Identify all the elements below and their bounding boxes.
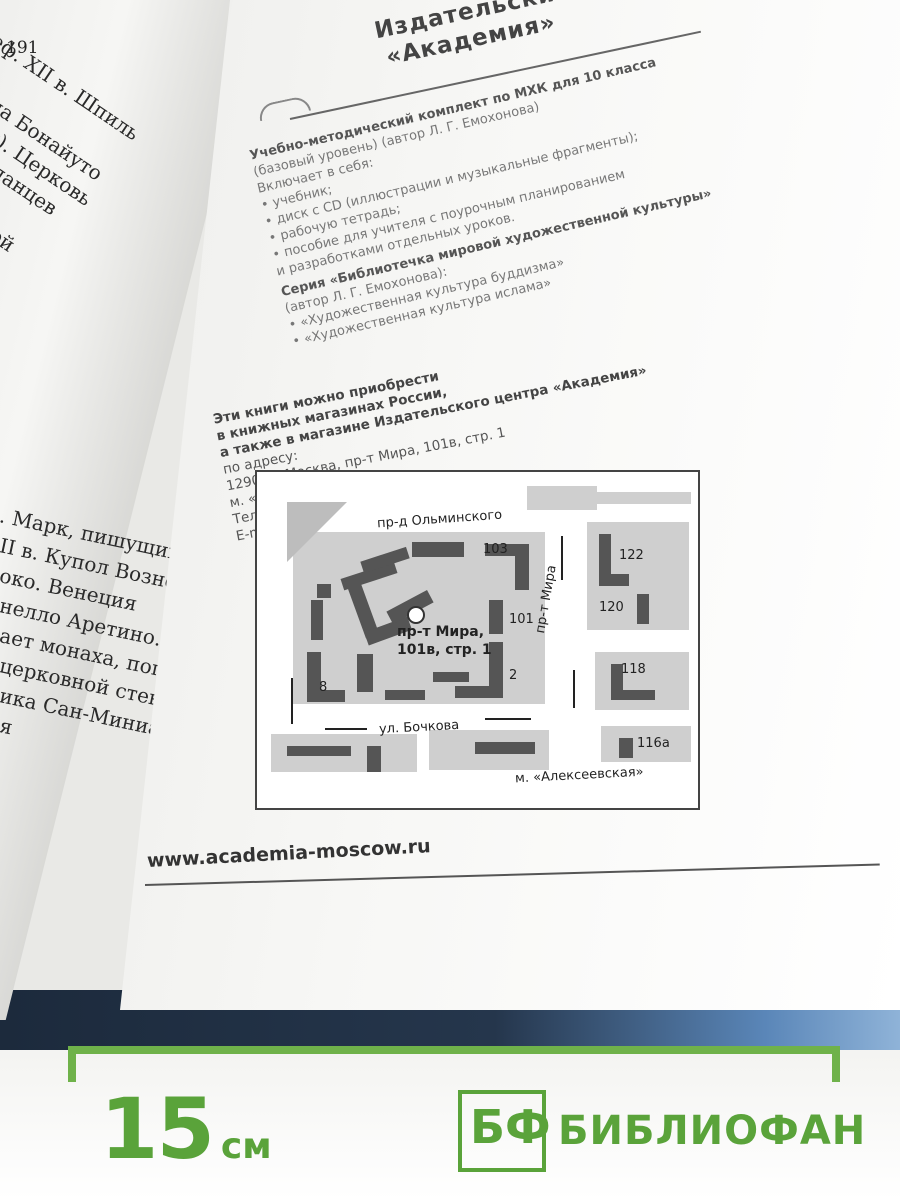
map-building [367,746,381,772]
map-block-right-mid [595,652,689,710]
building-label: 103 [483,542,508,557]
map-building [599,574,629,586]
ruler-bar [68,1046,840,1054]
location-marker-icon [407,606,425,624]
building-label: 101 [509,612,534,627]
size-unit: см [220,1126,272,1167]
map-building [385,690,425,700]
building-label: 122 [619,548,644,563]
size-number: 15 [100,1080,215,1178]
left-page-text: 191 Рельеф. XII в. ШпильсакАндрео да Бон… [0,0,260,760]
location-label-line2: 101в, стр. 1 [397,642,492,658]
location-label-line1: пр-т Мира, [397,624,485,640]
map-building [611,664,623,698]
ruler-tick-left [68,1046,76,1082]
street-top-label: пр-д Ольминского [376,507,503,532]
map-building [433,672,469,682]
map-building [455,686,503,698]
map-block-top-far [579,492,691,504]
brand-name: БИБЛИОФАН [558,1108,867,1154]
arrow-up-right2 [573,670,575,708]
building-label: 2 [509,668,518,683]
map-building [287,746,351,756]
brand-logo-text: БФ [470,1100,551,1154]
map-building [317,584,331,598]
map-building [357,654,373,692]
map-building [412,542,464,557]
arrow-left-bottom [325,728,367,730]
map-building [637,594,649,624]
map-building [311,600,323,640]
arrow-up-right [561,536,563,580]
map-building [599,534,611,584]
arrow-left-bottom2 [485,718,531,720]
map-building [489,642,503,694]
map-building [307,652,321,700]
brand-watermark: БФ БИБЛИОФАН [458,1090,866,1172]
size-ruler [68,1046,840,1082]
map-building [485,544,529,556]
map-building [619,738,633,758]
map-building [475,742,535,754]
building-label: 120 [599,600,624,615]
left-page-number: 191 [6,38,39,58]
arrow-up-left [291,678,293,724]
map-block-bottom-right [601,726,691,762]
ruler-tick-right [832,1046,840,1082]
map-building [307,690,345,702]
building-label: 116а [637,736,670,751]
building-label: 8 [319,680,328,695]
map-building [611,690,655,700]
brand-book-icon: БФ [458,1090,551,1172]
map-building [489,600,503,634]
building-label: 118 [621,662,646,677]
location-map: пр-д Ольминского пр-т Мира ул. Бочкова м… [255,470,700,810]
